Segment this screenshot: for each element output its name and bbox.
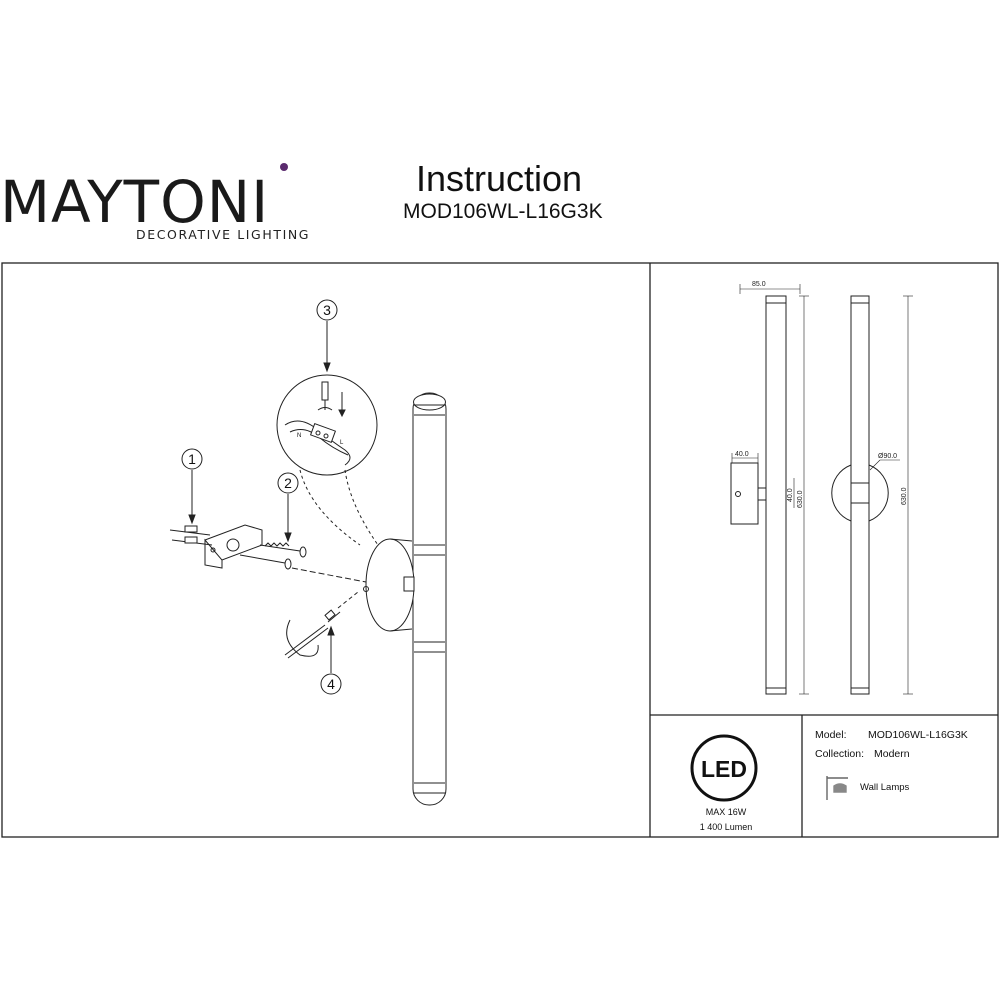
led-badge (690, 734, 758, 802)
category-label: Wall Lamps (860, 782, 910, 793)
model-label: Model: (815, 729, 847, 741)
dim-diameter: Ø90.0 (878, 453, 897, 460)
lumen-rating: 1 400 Lumen (700, 822, 753, 832)
dimension-drawing (730, 284, 913, 695)
wire-label-l: L (340, 440, 344, 446)
side-view (831, 295, 889, 695)
power-rating: MAX 16W (706, 807, 747, 817)
document-title: Instruction (416, 158, 583, 199)
dim-height-front: 630.0 (797, 490, 804, 508)
dim-base-height: 40.0 (787, 488, 794, 502)
wiring-detail (276, 374, 379, 546)
dim-base-depth: 40.0 (735, 451, 749, 458)
step-label-1: 1 (188, 451, 196, 467)
mounting-bracket (204, 524, 263, 569)
brand-logo: MAYTONI (0, 168, 270, 236)
collection-value: Modern (874, 748, 910, 760)
front-view (730, 295, 787, 695)
dim-height-side: 630.0 (901, 487, 908, 505)
step-label-3: 3 (323, 302, 331, 318)
collection-label: Collection: (815, 748, 864, 760)
brand-logo-dot (280, 163, 288, 171)
step-label-4: 4 (327, 676, 335, 692)
canopy (363, 538, 415, 632)
step-callouts (181, 299, 342, 695)
step-label-2: 2 (284, 475, 292, 491)
screw-2 (239, 542, 307, 570)
screwdriver (284, 591, 359, 659)
brand-tagline: DECORATIVE LIGHTING (136, 227, 311, 242)
model-value: MOD106WL-L16G3K (868, 729, 968, 741)
dim-base-width: 85.0 (752, 281, 766, 288)
callout-arrows (188, 321, 335, 673)
wall-anchors (169, 525, 213, 546)
wall-lamp-icon (826, 776, 848, 800)
assembly-diagram (169, 299, 447, 806)
document-model-code: MOD106WL-L16G3K (403, 200, 603, 223)
wire-label-n: N (297, 433, 301, 439)
dimension-lines (731, 284, 913, 695)
led-badge-label: LED (701, 756, 747, 782)
sheet-frame (1, 262, 999, 838)
lamp-tube (412, 392, 447, 806)
